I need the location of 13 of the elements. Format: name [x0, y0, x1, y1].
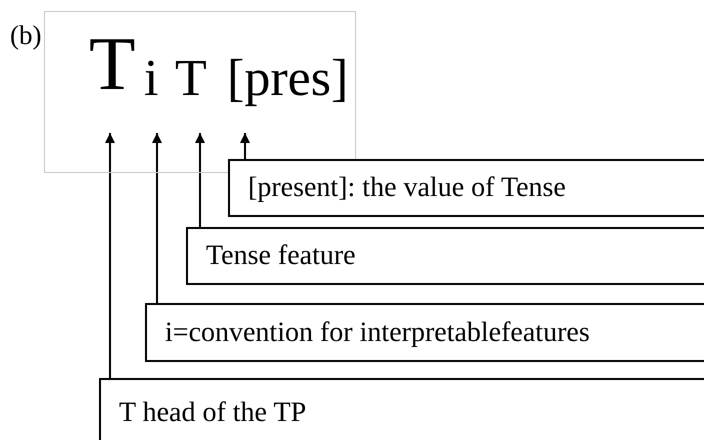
panel-label: (b) [10, 22, 42, 49]
glyph-text: T [175, 53, 211, 134]
arrow [152, 133, 162, 303]
arrow [240, 133, 250, 159]
glyph-text: [pres] [227, 53, 355, 134]
label-box: i=convention for interpretablefeatures [145, 303, 704, 362]
arrow [195, 133, 205, 227]
label-box: [present]: the value of Tense [228, 159, 704, 217]
label-box: T head of the TP [99, 378, 704, 440]
glyph-text: i [144, 53, 160, 134]
glyph-text: T [89, 26, 137, 134]
arrow [105, 133, 115, 378]
label-box: Tense feature [186, 227, 704, 285]
